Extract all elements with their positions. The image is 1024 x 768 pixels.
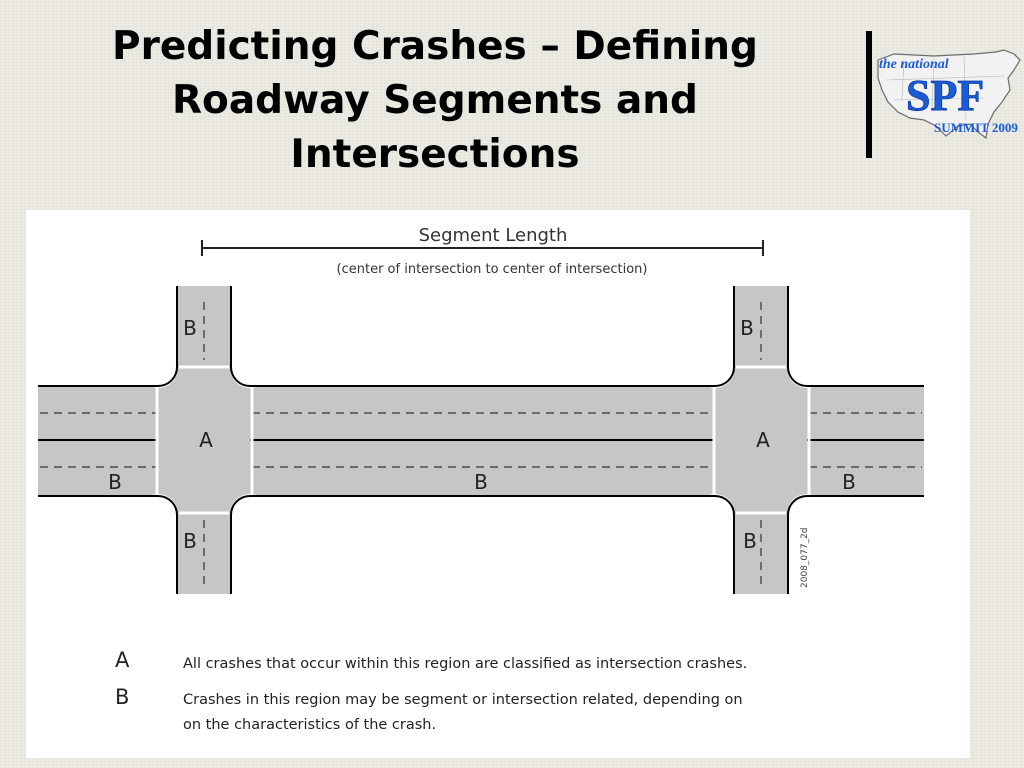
- region-b-top-left: B: [183, 316, 197, 340]
- spf-summit-logo: the national SPF SUMMIT 2009: [874, 40, 1024, 150]
- region-b-bottom-left: B: [183, 529, 197, 553]
- region-b-west: B: [108, 470, 122, 494]
- legend-key-a: A: [115, 648, 130, 672]
- legend-key-b: B: [115, 685, 129, 709]
- road-outline: [38, 286, 924, 594]
- us-map-outline: [877, 49, 1021, 140]
- segment-length-dimension: [201, 240, 764, 256]
- legend-text-b-line2: on the characteristics of the crash.: [183, 717, 436, 733]
- region-a-right: A: [756, 428, 770, 452]
- figure-code: 2008_077_2d: [800, 527, 810, 588]
- region-a-left: A: [199, 428, 213, 452]
- road-surface: [38, 286, 924, 594]
- region-b-east: B: [842, 470, 856, 494]
- logo-the-national: the national: [879, 57, 949, 72]
- title-line-3: Intersections: [290, 132, 580, 177]
- region-b-middle: B: [474, 470, 488, 494]
- slide-title: Predicting Crashes – Defining Roadway Se…: [30, 20, 840, 182]
- title-line-1: Predicting Crashes – Defining: [112, 24, 758, 69]
- legend-text-b-line1: Crashes in this region may be segment or…: [183, 692, 743, 708]
- region-b-top-right: B: [740, 316, 754, 340]
- region-b-bottom-right: B: [743, 529, 757, 553]
- roadway-diagram: Segment Length (center of intersection t…: [26, 210, 970, 758]
- logo-summit-2009: SUMMIT 2009: [934, 120, 1018, 135]
- segment-length-label: Segment Length: [419, 225, 568, 246]
- logo-spf: SPF: [906, 71, 984, 120]
- segment-length-note: (center of intersection to center of int…: [337, 262, 648, 277]
- title-line-2: Roadway Segments and: [172, 78, 698, 123]
- lane-markings: [38, 302, 924, 590]
- legend-text-a: All crashes that occur within this regio…: [183, 656, 747, 672]
- title-divider: [866, 31, 872, 158]
